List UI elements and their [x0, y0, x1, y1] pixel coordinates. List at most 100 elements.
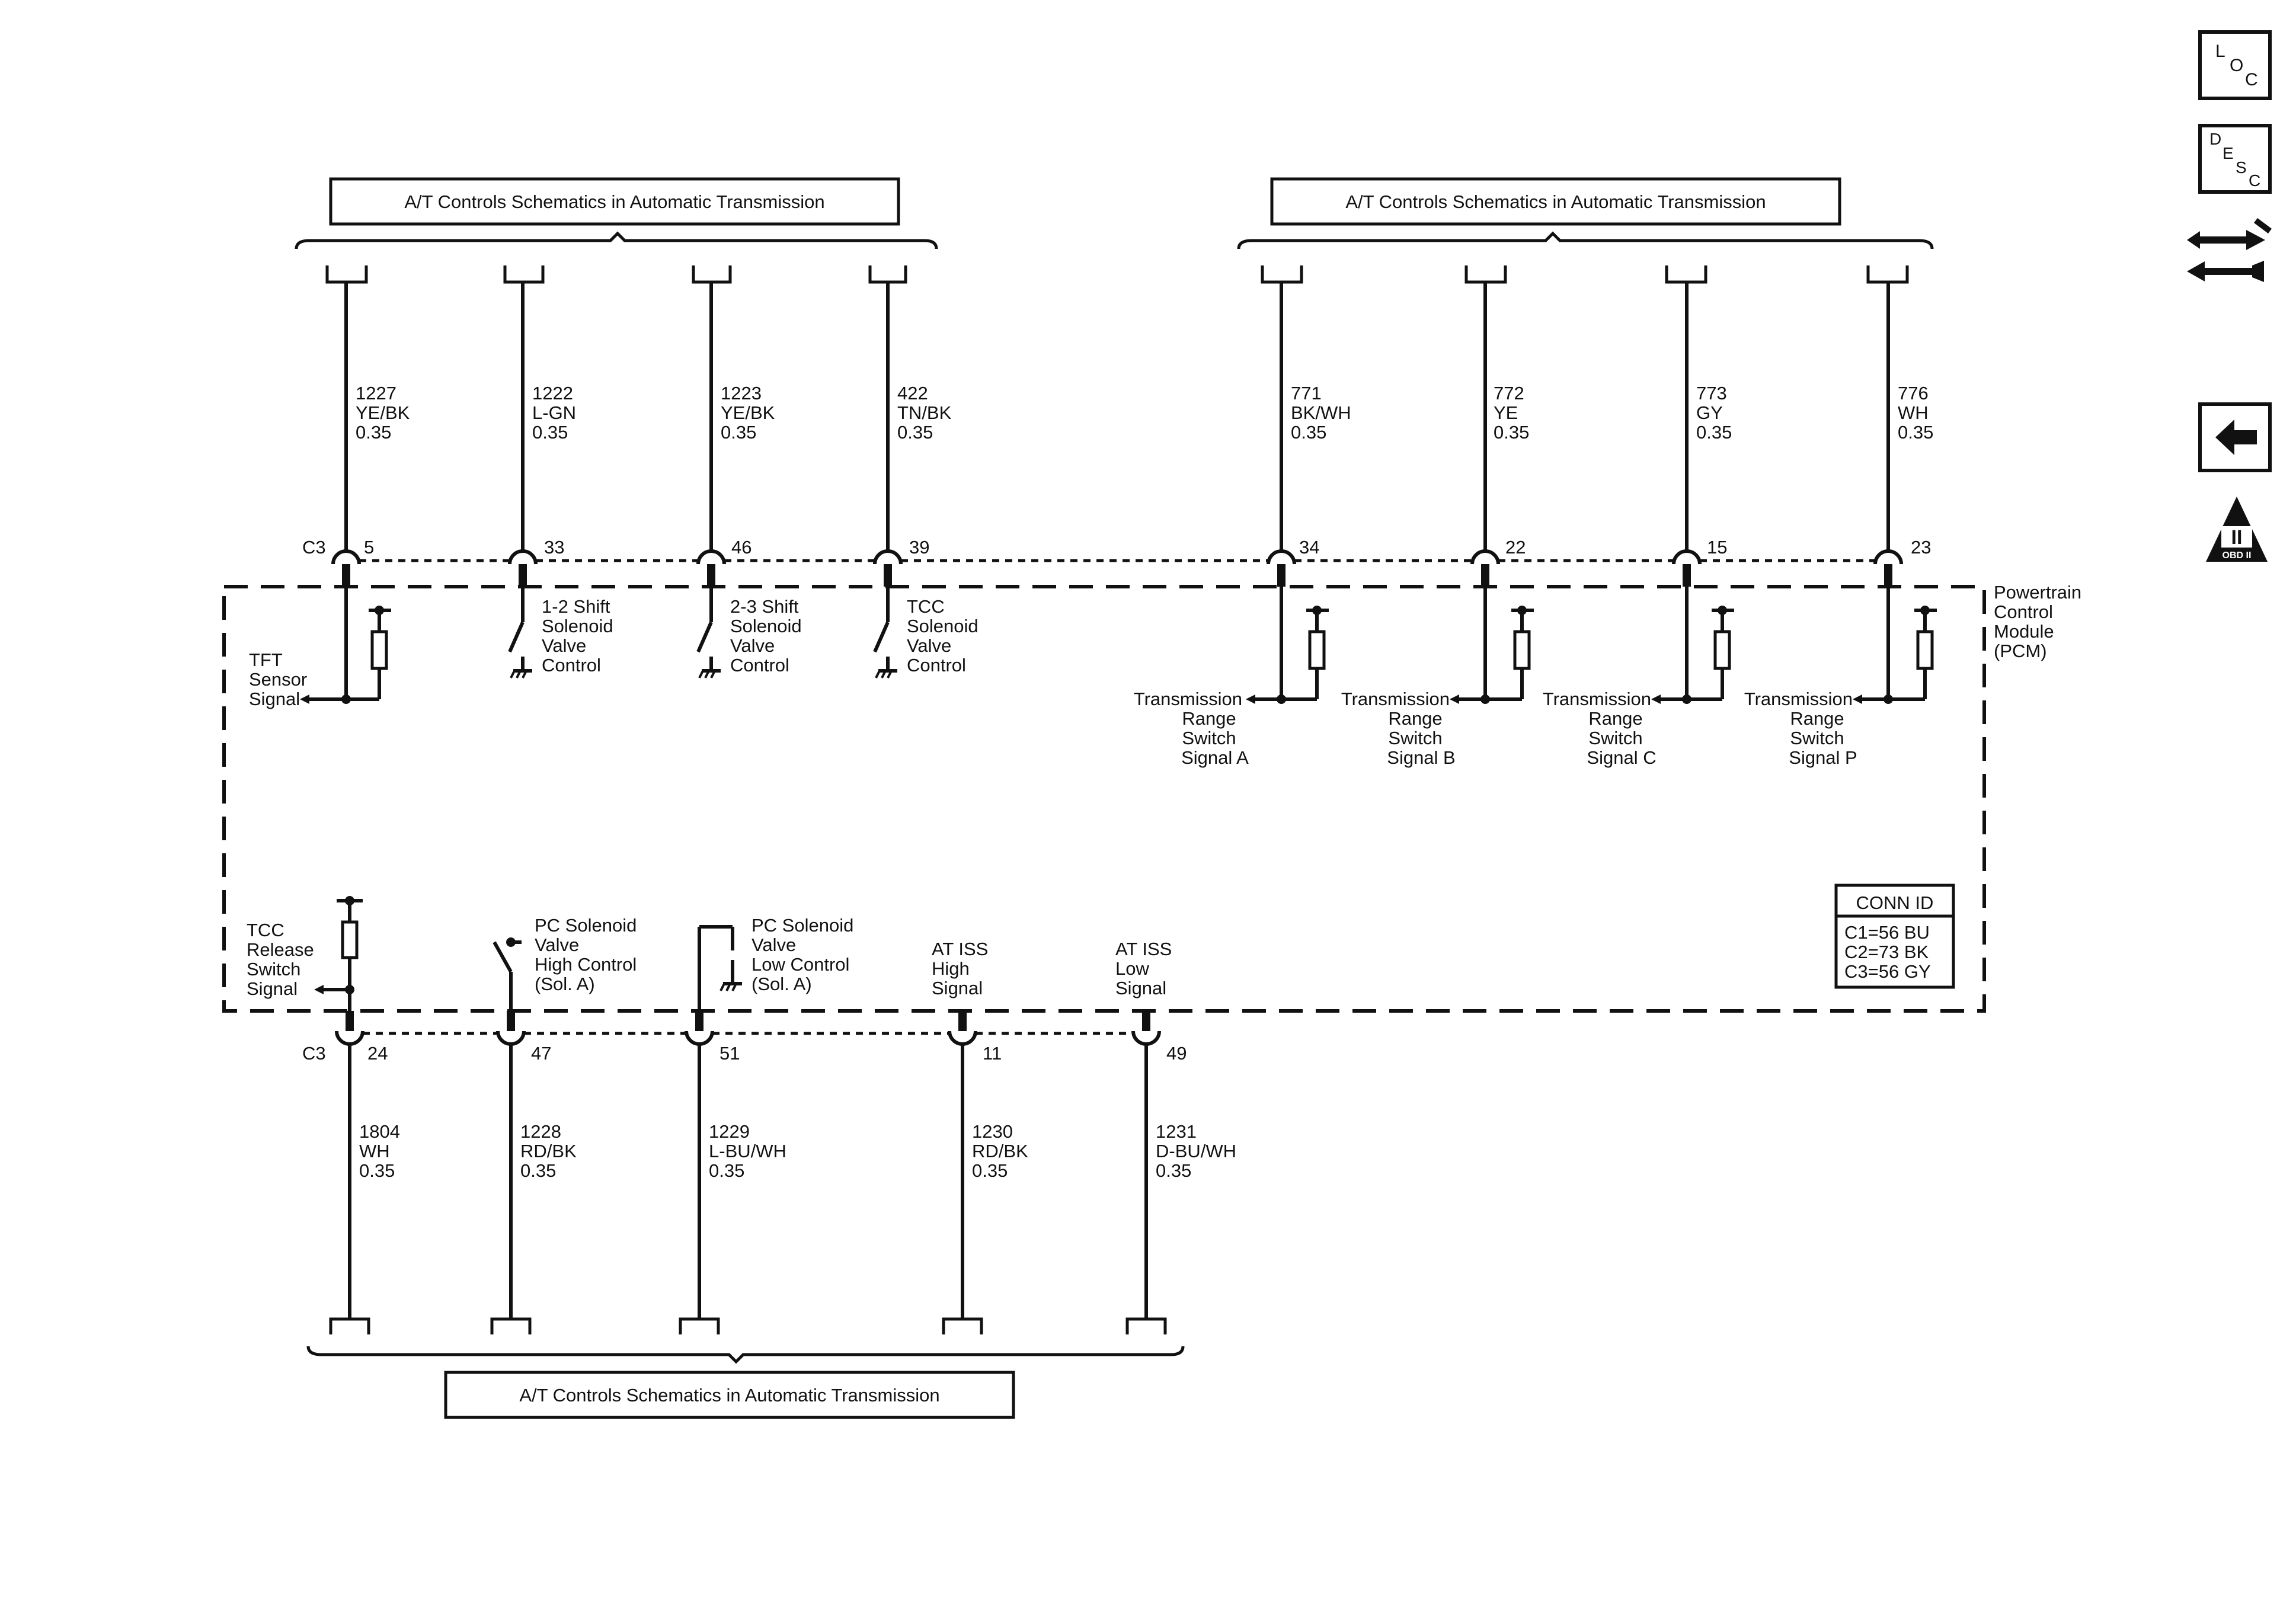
- range-signal-c-circuit: [1651, 587, 1734, 704]
- desc-button[interactable]: [2198, 124, 2272, 194]
- signal-line: Valve: [542, 635, 586, 656]
- wire-1227: 1227 YE/BK 0.35 5: [356, 383, 410, 558]
- pin-number: 33: [544, 537, 564, 558]
- wire-color: RD/BK: [520, 1141, 577, 1161]
- signal-line: Valve: [535, 934, 579, 955]
- wire-color: WH: [359, 1141, 390, 1161]
- wire-size: 0.35: [1494, 422, 1529, 443]
- desc-letter: S: [2236, 158, 2247, 177]
- signal-line: Transmission: [1134, 689, 1242, 709]
- signal-line: 2-3 Shift: [730, 596, 799, 617]
- header-labels: A/T Controls Schematics in Automatic Tra…: [404, 191, 1766, 1406]
- wire-circuit: 422: [897, 383, 928, 404]
- signal-line: TCC: [247, 920, 284, 940]
- signal-line: 1-2 Shift: [542, 596, 610, 617]
- conn-id-box: [1834, 884, 1955, 989]
- signal-line: Low Control: [752, 954, 849, 975]
- wire-1804: 24 1804 WH 0.35: [359, 1043, 400, 1181]
- wire-size: 0.35: [356, 422, 391, 443]
- signal-at-iss-low: AT ISS Low Signal: [1115, 939, 1172, 998]
- bottom-connector-c3: [335, 1030, 1161, 1046]
- wire-color: GY: [1696, 402, 1723, 423]
- signal-line: (Sol. A): [752, 974, 812, 994]
- header-bottom: [306, 1346, 1185, 1419]
- wire-circuit: 1228: [520, 1121, 561, 1142]
- signal-line: TCC: [907, 596, 945, 617]
- loc-button[interactable]: [2198, 30, 2272, 100]
- signal-pc-low: PC Solenoid Valve Low Control (Sol. A): [752, 915, 853, 994]
- obd-ii-icon[interactable]: [2206, 497, 2268, 562]
- wire-size: 0.35: [972, 1160, 1008, 1181]
- wire-color: YE: [1494, 402, 1518, 423]
- wire-color: WH: [1898, 402, 1929, 423]
- shift-1-2-solenoid-circuit: [508, 587, 532, 678]
- connector-swap-icon[interactable]: [2187, 218, 2272, 282]
- pcm-module-outline: [222, 585, 1986, 1013]
- nav-icon-text: L O C D E S C II OBD II: [2209, 41, 2260, 561]
- signal-range-p: Transmission Range Switch Signal P: [1744, 689, 1857, 768]
- junction-dots: [341, 606, 1930, 994]
- wire-size: 0.35: [1291, 422, 1326, 443]
- signal-line: PC Solenoid: [752, 915, 853, 936]
- pin-number: 47: [531, 1043, 551, 1064]
- signal-line: Switch: [1182, 728, 1236, 748]
- bottom-wires: [348, 1044, 1148, 1319]
- pin-number: 39: [909, 537, 929, 558]
- signal-range-c: Transmission Range Switch Signal C: [1543, 689, 1657, 768]
- signal-line: Signal P: [1789, 747, 1857, 768]
- signal-line: Range: [1588, 708, 1642, 729]
- signal-line: Switch: [1790, 728, 1844, 748]
- shift-2-3-solenoid-circuit: [696, 587, 721, 678]
- tft-sensor-circuit: [300, 587, 391, 704]
- signal-line: Range: [1388, 708, 1442, 729]
- wire-circuit: 1222: [532, 383, 573, 404]
- wire-1230: 11 1230 RD/BK 0.35: [972, 1043, 1028, 1181]
- signal-line: Signal A: [1181, 747, 1249, 768]
- wire-772: 772 YE 0.35 22: [1494, 383, 1529, 558]
- desc-letter: E: [2223, 144, 2234, 162]
- range-signal-a-circuit: [1246, 587, 1329, 704]
- bottom-stubs: [329, 1317, 1167, 1334]
- signal-pc-high: PC Solenoid Valve High Control (Sol. A): [535, 915, 637, 994]
- signal-line: Control: [907, 655, 966, 676]
- wire-422: 422 TN/BK 0.35 39: [897, 383, 952, 558]
- pin-number: 22: [1505, 537, 1526, 558]
- back-arrow-icon[interactable]: [2198, 402, 2272, 472]
- signal-line: Signal: [247, 978, 298, 999]
- wire-color: TN/BK: [897, 402, 952, 423]
- wire-color: BK/WH: [1291, 402, 1351, 423]
- signal-labels-top: TFT Sensor Signal 1-2 Shift Solenoid Val…: [249, 596, 1857, 768]
- wire-circuit: 1804: [359, 1121, 400, 1142]
- signal-line: Solenoid: [907, 616, 978, 636]
- signal-tcc-solenoid: TCC Solenoid Valve Control: [907, 596, 978, 676]
- wire-size: 0.35: [520, 1160, 556, 1181]
- top-connector-c3: [331, 549, 1903, 565]
- wire-776: 776 WH 0.35 23: [1898, 383, 1933, 558]
- module-name-line: Module: [1994, 621, 2054, 642]
- wire-1223: 1223 YE/BK 0.35 46: [721, 383, 775, 558]
- range-signal-b-circuit: [1450, 587, 1534, 704]
- signal-line: Transmission: [1543, 689, 1651, 709]
- loc-letter: O: [2230, 56, 2243, 75]
- wire-color: L-BU/WH: [709, 1141, 786, 1161]
- pin-number: 11: [983, 1043, 1002, 1064]
- wire-size: 0.35: [709, 1160, 744, 1181]
- signal-line: AT ISS: [932, 939, 988, 959]
- connector-bottom-id: C3: [302, 1043, 326, 1064]
- header-top-left-label: A/T Controls Schematics in Automatic Tra…: [404, 191, 824, 212]
- pcm-module-name: Powertrain Control Module (PCM): [1994, 582, 2081, 661]
- signal-line: Solenoid: [730, 616, 802, 636]
- signal-line: Signal: [249, 689, 300, 709]
- desc-letter: D: [2209, 130, 2221, 148]
- signal-line: Valve: [752, 934, 796, 955]
- signal-line: Valve: [907, 635, 951, 656]
- range-signal-p-circuit: [1853, 587, 1937, 704]
- pin-number: 34: [1299, 537, 1319, 558]
- wire-size: 0.35: [359, 1160, 395, 1181]
- wire-size: 0.35: [532, 422, 568, 443]
- pin-number: 49: [1166, 1043, 1187, 1064]
- pin-number: 15: [1707, 537, 1727, 558]
- pc-high-circuit: [493, 940, 522, 1011]
- module-name-line: Powertrain: [1994, 582, 2081, 603]
- signal-line: Signal C: [1587, 747, 1656, 768]
